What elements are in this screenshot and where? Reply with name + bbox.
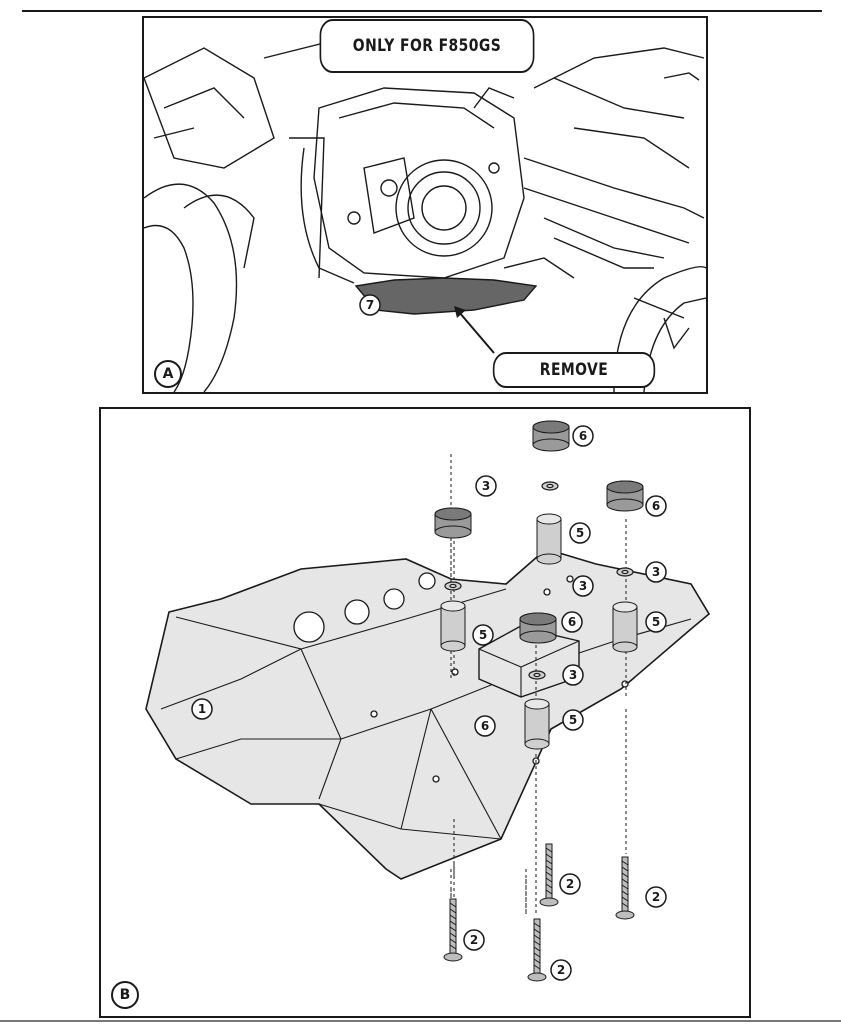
callout-3 <box>572 575 594 597</box>
callout-6 <box>572 425 594 447</box>
callout-6 <box>645 495 667 517</box>
callout-3 <box>645 561 667 583</box>
remove-arrow <box>458 311 495 354</box>
callout-7 <box>359 294 381 316</box>
callout-3 <box>475 475 497 497</box>
callout-1 <box>191 698 213 720</box>
callout-3-label: 3 <box>569 668 577 682</box>
remove-arrow-head <box>454 306 466 318</box>
panel-b-exploded-view: 1 2 2 2 2 3 3 3 3 5 5 5 5 6 6 6 6 B <box>99 407 751 1018</box>
panel-a-motorcycle-view: 7 ONLY FOR F850GS REMOVE A <box>142 16 708 394</box>
callout-3-label: 3 <box>579 579 587 593</box>
top-rule <box>22 10 822 12</box>
callout-2 <box>645 886 667 908</box>
callout-7-label: 7 <box>366 298 374 312</box>
skid-plate <box>145 548 711 880</box>
callout-2-label: 2 <box>566 877 574 891</box>
removed-skid-plate <box>354 277 538 315</box>
callout-2 <box>463 929 485 951</box>
callout-5-label: 5 <box>652 615 660 629</box>
callout-6 <box>561 611 583 633</box>
callout-6-label: 6 <box>481 719 489 733</box>
bolts <box>443 843 635 982</box>
callout-5 <box>645 611 667 633</box>
callout-1-label: 1 <box>198 702 206 716</box>
exploded-assembly-drawing: 1 2 2 2 2 3 3 3 3 5 5 5 5 6 6 6 6 <box>145 420 711 982</box>
callout-6-label: 6 <box>579 429 587 443</box>
callout-5-label: 5 <box>576 526 584 540</box>
callout-5 <box>562 709 584 731</box>
callout-2 <box>559 873 581 895</box>
callout-6 <box>474 715 496 737</box>
callout-2 <box>550 959 572 981</box>
callout-5-label: 5 <box>569 713 577 727</box>
callout-6-label: 6 <box>568 615 576 629</box>
callout-5 <box>569 522 591 544</box>
callout-5 <box>472 624 494 646</box>
callout-3-label: 3 <box>482 479 490 493</box>
spacers <box>440 513 638 750</box>
callout-2-label: 2 <box>557 963 565 977</box>
callout-5-label: 5 <box>479 628 487 642</box>
panel-a-letter: A <box>154 360 182 388</box>
callout-2-label: 2 <box>652 890 660 904</box>
callout-3 <box>562 664 584 686</box>
panel-b-letter: B <box>111 981 139 1009</box>
callout-2-label: 2 <box>470 933 478 947</box>
rubber-caps <box>434 420 644 644</box>
remove-label: REMOVE <box>492 352 656 388</box>
motorcycle-line-drawing: 7 <box>144 37 706 392</box>
model-note-label: ONLY FOR F850GS <box>319 19 535 73</box>
bottom-rule <box>0 1020 841 1022</box>
callout-6-label: 6 <box>652 499 660 513</box>
callout-3-label: 3 <box>652 565 660 579</box>
washers <box>444 481 634 680</box>
